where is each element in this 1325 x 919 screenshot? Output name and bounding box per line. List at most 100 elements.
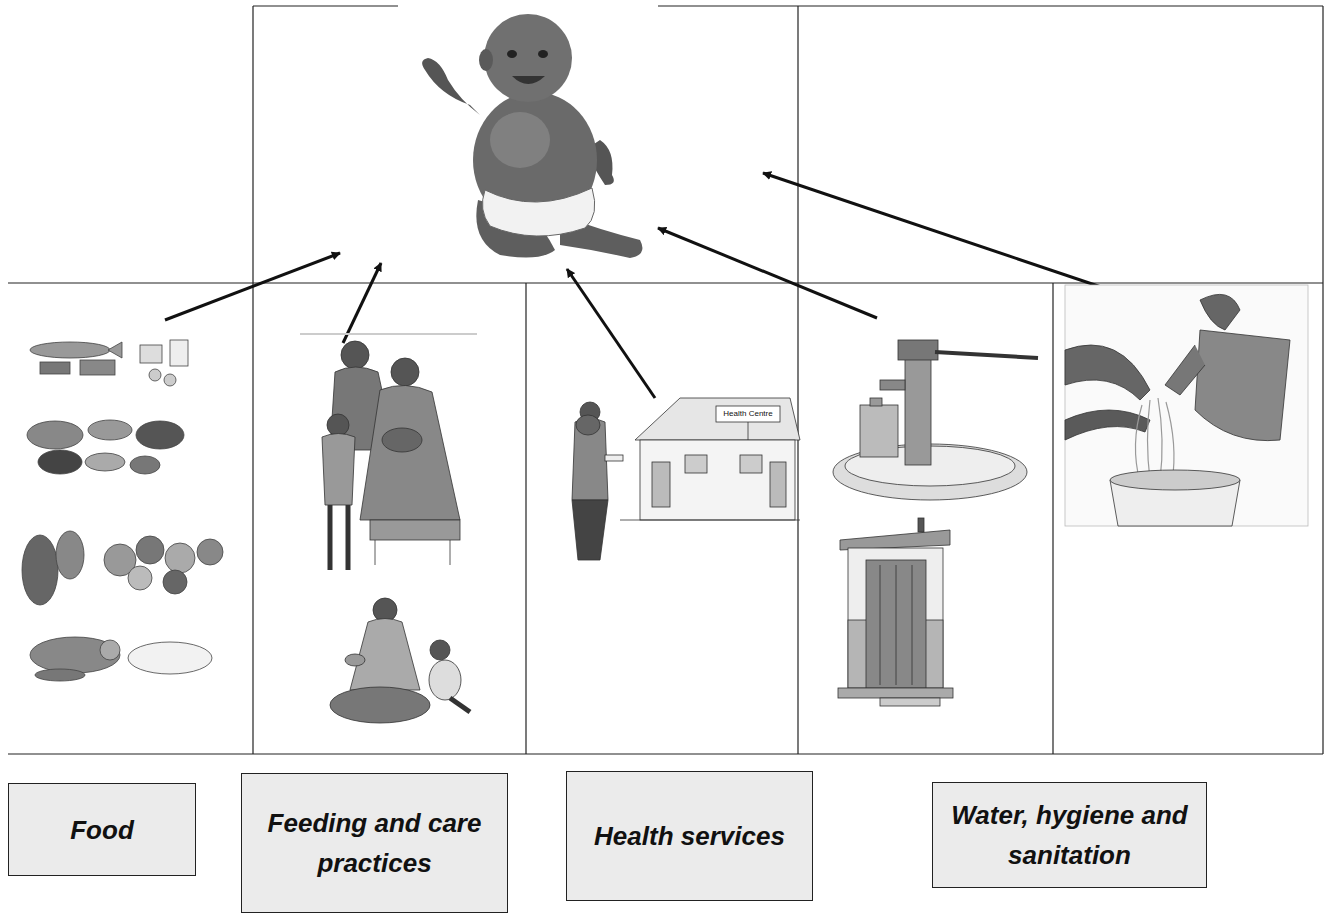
health-centre-picture [605, 455, 623, 461]
food-picture [27, 421, 83, 449]
food-picture [140, 345, 162, 363]
food-picture [30, 637, 120, 673]
label-box: Food [8, 783, 196, 876]
health-centre-picture [635, 398, 800, 440]
handwashing-picture [1200, 294, 1240, 330]
grid-lines [1052, 283, 1053, 754]
family-picture [360, 385, 460, 520]
latrine-picture [840, 530, 950, 550]
food-picture [164, 374, 176, 386]
handwashing-picture [1195, 330, 1290, 441]
water-pump-picture [905, 355, 931, 465]
latrine-picture [912, 565, 913, 685]
family-picture [450, 698, 470, 712]
family-picture [300, 333, 477, 335]
health-centre-picture [716, 406, 780, 422]
family-picture [450, 540, 451, 565]
arrow [567, 269, 655, 398]
grid-lines [8, 6, 1323, 754]
latrine-picture [838, 518, 953, 706]
latrine-picture [896, 565, 897, 685]
baby-figure [398, 4, 658, 10]
category-label: Food [70, 810, 134, 850]
food-picture [38, 450, 82, 474]
family-picture [375, 540, 376, 565]
family-picture [370, 520, 460, 540]
water-pump-picture [898, 340, 938, 360]
arrow [763, 173, 1110, 290]
water-pump-picture [935, 352, 1038, 358]
health-centre-picture [620, 520, 800, 521]
baby-figure [484, 14, 572, 102]
handwashing-picture [1135, 398, 1174, 482]
water-pump-picture [833, 340, 1038, 500]
baby-figure [398, 4, 658, 258]
baby-figure [422, 58, 480, 115]
grid-lines [1322, 6, 1323, 754]
label-box: Health services [566, 771, 813, 901]
family-picture [430, 640, 450, 660]
food-picture [85, 453, 125, 471]
food-picture [136, 536, 164, 564]
food-picture [128, 642, 212, 674]
food-picture [35, 669, 85, 681]
category-label: Health services [594, 816, 785, 856]
health-centre-picture [770, 462, 786, 507]
family-picture [300, 333, 477, 723]
grid-lines [252, 6, 253, 754]
category-label: Water, hygiene and sanitation [949, 795, 1190, 875]
baby-figure [507, 50, 517, 58]
food-picture [197, 539, 223, 565]
latrine-picture [880, 565, 881, 685]
family-picture [330, 687, 430, 723]
arrow [343, 263, 381, 343]
health-centre-picture [576, 415, 600, 435]
food-picture [88, 420, 132, 440]
family-picture [341, 341, 369, 369]
family-picture [327, 414, 349, 436]
handwashing-picture [1110, 470, 1240, 490]
baby-figure [490, 112, 550, 168]
family-picture [322, 434, 355, 506]
health-centre-picture [685, 455, 707, 473]
food-picture [30, 342, 110, 358]
arrow [658, 228, 877, 318]
sign-text: Health Centre [716, 409, 780, 419]
grid-lines [8, 753, 1323, 754]
family-picture [345, 654, 365, 666]
handwashing-picture [1148, 400, 1151, 480]
food-picture [165, 543, 195, 573]
handwashing-picture [1135, 405, 1142, 482]
health-centre-picture [572, 500, 608, 560]
water-pump-picture [860, 405, 898, 457]
food-picture [163, 570, 187, 594]
category-label: Feeding and care practices [258, 803, 491, 883]
baby-figure [538, 50, 548, 58]
food-picture [100, 640, 120, 660]
health-centre-picture [740, 455, 762, 473]
food-picture [22, 535, 58, 605]
baby-figure [479, 49, 493, 71]
latrine-picture [848, 548, 943, 688]
arrow [165, 253, 340, 320]
latrine-picture [838, 688, 953, 698]
handwashing-picture [1065, 285, 1308, 526]
water-pump-picture [880, 380, 905, 390]
handwashing-picture [1065, 345, 1150, 400]
grid-lines [525, 283, 526, 754]
handwashing-picture [1158, 398, 1162, 480]
health-centre-picture [652, 462, 670, 507]
health-centre-picture [572, 398, 800, 560]
food-picture [130, 456, 160, 474]
latrine-picture [880, 698, 940, 706]
food-picture [22, 340, 223, 681]
food-picture [149, 369, 161, 381]
baby-figure [482, 188, 594, 236]
label-box: Water, hygiene and sanitation [932, 782, 1207, 888]
food-picture [40, 362, 70, 374]
food-picture [170, 340, 188, 366]
label-box: Feeding and care practices [241, 773, 508, 913]
family-picture [350, 619, 420, 691]
family-picture [429, 660, 461, 700]
